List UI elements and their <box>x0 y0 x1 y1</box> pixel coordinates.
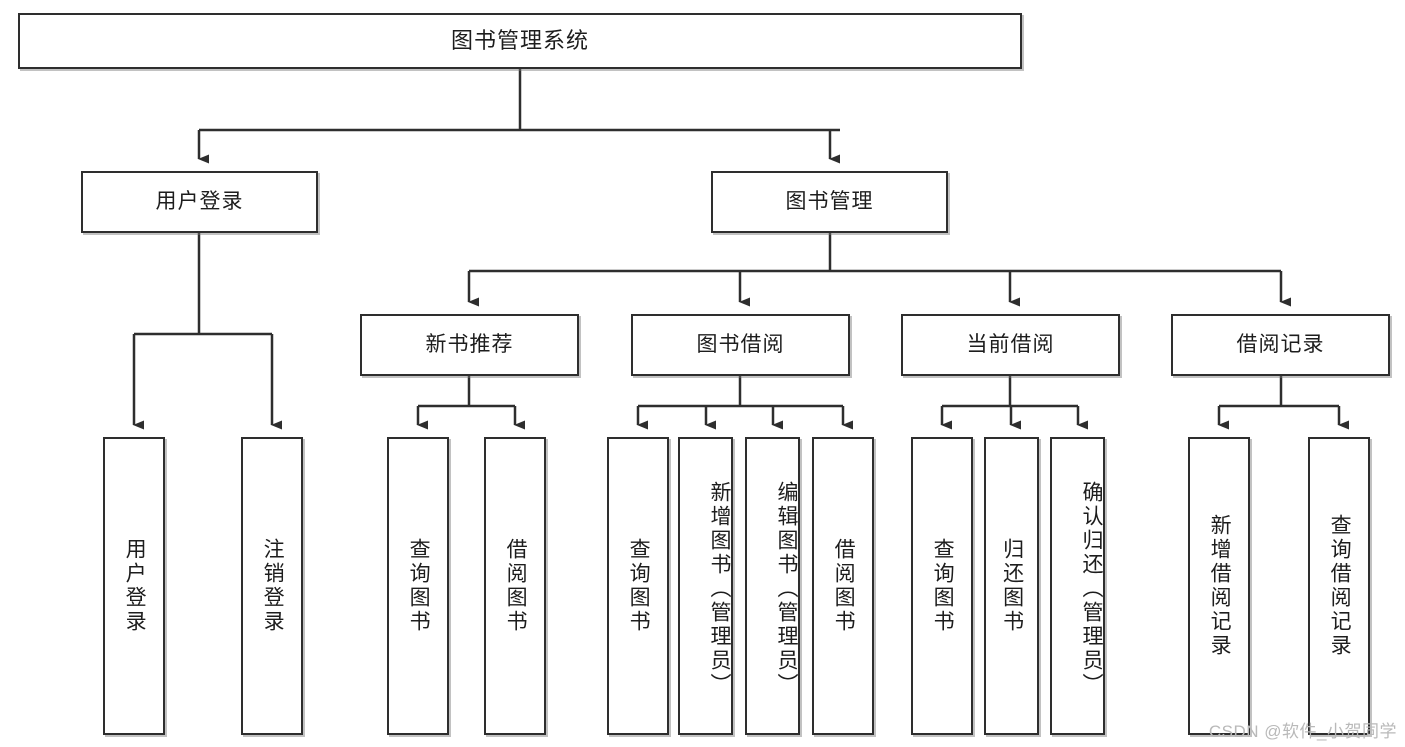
csdn-watermark: CSDN @软件_小贺同学 <box>1208 722 1397 741</box>
node-book-manage-label: 图书管理 <box>785 190 874 214</box>
node-leaf-user-login-label: 用户登录 <box>123 538 147 634</box>
node-new-book-recommend[interactable]: 新书推荐 <box>360 314 579 376</box>
node-user-login[interactable]: 用户登录 <box>81 171 318 233</box>
node-leaf-borrow-book-1-label: 借阅图书 <box>504 538 528 634</box>
node-leaf-borrow-book-1[interactable]: 借阅图书 <box>484 437 546 735</box>
node-user-login-label: 用户登录 <box>155 190 244 214</box>
node-leaf-edit-book-admin-label: 编辑图书（管理员） <box>775 481 798 697</box>
node-leaf-borrow-book-2[interactable]: 借阅图书 <box>812 437 874 735</box>
node-leaf-query-borrow-record-label: 查询借阅记录 <box>1328 514 1352 658</box>
node-leaf-add-book-admin-label: 新增图书（管理员） <box>708 481 731 697</box>
node-current-borrow[interactable]: 当前借阅 <box>901 314 1120 376</box>
node-leaf-logout[interactable]: 注销登录 <box>241 437 303 735</box>
node-leaf-user-login[interactable]: 用户登录 <box>103 437 165 735</box>
node-leaf-query-book-3-label: 查询图书 <box>931 538 955 634</box>
node-leaf-query-book-3[interactable]: 查询图书 <box>911 437 973 735</box>
node-book-borrow[interactable]: 图书借阅 <box>631 314 850 376</box>
node-book-manage[interactable]: 图书管理 <box>711 171 948 233</box>
node-leaf-query-book-1-label: 查询图书 <box>407 538 431 634</box>
node-current-borrow-label: 当前借阅 <box>966 333 1055 357</box>
node-leaf-query-book-2[interactable]: 查询图书 <box>607 437 669 735</box>
node-borrow-record[interactable]: 借阅记录 <box>1171 314 1390 376</box>
node-leaf-add-borrow-record[interactable]: 新增借阅记录 <box>1188 437 1250 735</box>
node-root-label: 图书管理系统 <box>450 27 589 53</box>
node-leaf-query-book-1[interactable]: 查询图书 <box>387 437 449 735</box>
node-leaf-return-book-label: 归还图书 <box>1000 538 1024 634</box>
node-leaf-add-book-admin[interactable]: 新增图书（管理员） <box>678 437 733 735</box>
node-leaf-add-borrow-record-label: 新增借阅记录 <box>1208 514 1232 658</box>
node-new-book-recommend-label: 新书推荐 <box>425 333 514 357</box>
node-leaf-query-book-2-label: 查询图书 <box>627 538 651 634</box>
node-root[interactable]: 图书管理系统 <box>18 13 1022 69</box>
node-leaf-edit-book-admin[interactable]: 编辑图书（管理员） <box>745 437 800 735</box>
node-leaf-borrow-book-2-label: 借阅图书 <box>832 538 856 634</box>
node-leaf-return-book[interactable]: 归还图书 <box>984 437 1039 735</box>
node-leaf-confirm-return-admin[interactable]: 确认归还（管理员） <box>1050 437 1105 735</box>
node-leaf-confirm-return-admin-label: 确认归还（管理员） <box>1080 481 1103 697</box>
node-borrow-record-label: 借阅记录 <box>1236 333 1325 357</box>
node-leaf-logout-label: 注销登录 <box>261 538 285 634</box>
node-book-borrow-label: 图书借阅 <box>696 333 785 357</box>
node-leaf-query-borrow-record[interactable]: 查询借阅记录 <box>1308 437 1370 735</box>
